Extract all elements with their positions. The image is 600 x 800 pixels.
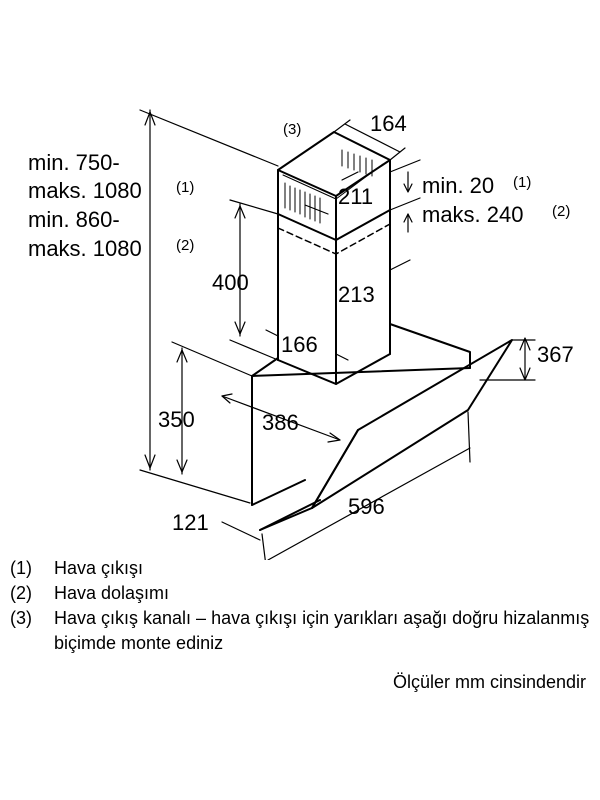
legend-item: (2) Hava dolaşımı bbox=[10, 581, 590, 606]
gap-max-ref: (2) bbox=[552, 203, 570, 220]
dim-213 bbox=[389, 259, 411, 271]
height-range-line1: min. 750- bbox=[28, 150, 120, 175]
height-range-line4: maks. 1080 bbox=[28, 236, 142, 261]
legend-text: Hava çıkış kanalı – hava çıkışı için yar… bbox=[54, 608, 590, 653]
dim-gap bbox=[389, 159, 421, 233]
gap-min-label: min. 20 bbox=[422, 173, 494, 198]
legend-text: Hava dolaşımı bbox=[54, 583, 170, 603]
dim-400 bbox=[229, 199, 279, 361]
legend: (1) Hava çıkışı (2) Hava dolaşımı (3) Ha… bbox=[10, 556, 590, 656]
hood-body bbox=[251, 323, 471, 506]
gap-max-label: maks. 240 bbox=[422, 202, 524, 227]
height-range-line3: min. 860- bbox=[28, 207, 120, 232]
gap-min-ref: (1) bbox=[513, 174, 531, 191]
legend-number: (3) bbox=[10, 608, 32, 628]
dim-166 bbox=[265, 329, 349, 361]
units-note: Ölçüler mm cinsindendir bbox=[392, 672, 586, 692]
chimney-inner-label: 166 bbox=[281, 332, 318, 357]
dim-121 bbox=[221, 521, 261, 541]
legend-text: Hava çıkışı bbox=[54, 558, 144, 578]
height-range-line2: maks. 1080 bbox=[28, 178, 142, 203]
upper-chimney bbox=[277, 131, 391, 241]
dim-chimney-height bbox=[139, 109, 279, 504]
glass-panel bbox=[259, 339, 513, 531]
dim-386 bbox=[221, 393, 341, 443]
vent-slots-icon bbox=[284, 149, 373, 224]
dim-211 bbox=[304, 171, 359, 215]
hood-dimension-drawing: (3) 164 min. 750- maks. 1080 (1) min. 86… bbox=[28, 109, 574, 560]
dim-350 bbox=[171, 341, 253, 475]
dim-367 bbox=[479, 337, 536, 381]
outlet-note-label: (3) bbox=[283, 121, 301, 138]
legend-number: (1) bbox=[10, 558, 32, 578]
height-range-ref2: (2) bbox=[176, 237, 194, 254]
depth-total-label: 386 bbox=[262, 410, 299, 435]
legend-item: (3) Hava çıkış kanalı – hava çıkışı için… bbox=[10, 606, 590, 656]
vent-height-label: 211 bbox=[338, 184, 373, 209]
legend-number: (2) bbox=[10, 583, 32, 603]
base-depth-label: 121 bbox=[172, 510, 209, 535]
height-range-ref1: (1) bbox=[176, 179, 194, 196]
glass-height-label: 367 bbox=[537, 342, 574, 367]
hood-width-label: 596 bbox=[348, 494, 385, 519]
dim-596 bbox=[261, 411, 471, 560]
lower-chimney-height-label: 400 bbox=[212, 270, 249, 295]
chimney-depth-label: 213 bbox=[338, 282, 375, 307]
chimney-width-label: 164 bbox=[370, 111, 407, 136]
dim-164 bbox=[333, 119, 406, 161]
legend-item: (1) Hava çıkışı bbox=[10, 556, 590, 581]
body-height-label: 350 bbox=[158, 407, 195, 432]
